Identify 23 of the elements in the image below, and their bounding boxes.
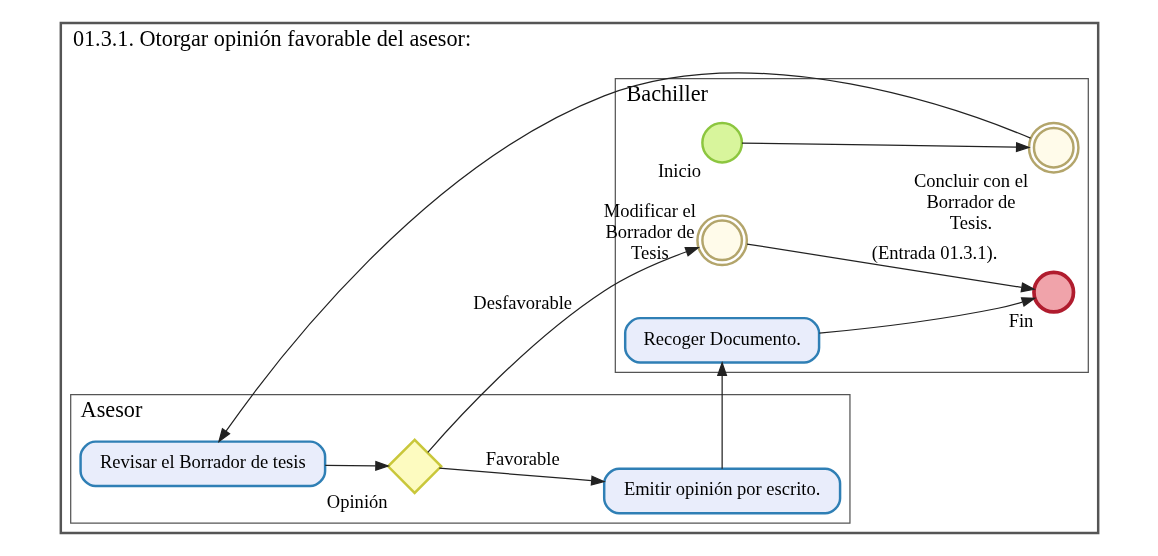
arrow <box>740 141 1031 153</box>
arrow <box>426 246 700 453</box>
node-circle <box>695 214 748 267</box>
node-label: Inicio <box>657 160 701 182</box>
node-label: Concluir con el Borrador de Tesis. <box>913 170 1028 234</box>
node-box: Emitir opinión por escrito. <box>602 467 841 515</box>
arrow <box>818 297 1036 334</box>
node-box: Revisar el Borrador de tesis <box>78 440 326 488</box>
node-circle <box>1031 270 1075 314</box>
arrow <box>324 460 390 472</box>
arrow <box>716 361 727 470</box>
node-label: Fin <box>1008 309 1033 331</box>
arrow <box>745 243 1036 293</box>
edge-label: (Entrada 01.3.1). <box>871 241 997 263</box>
node-label: Opinión <box>326 490 388 512</box>
node-box: Recoger Documento. <box>623 316 820 364</box>
edge-label: Desfavorable <box>472 292 572 314</box>
edge-label: Favorable <box>485 448 560 470</box>
node-circle <box>700 121 743 164</box>
node-circle <box>1027 121 1080 174</box>
arrow <box>438 467 606 486</box>
node-diamond <box>385 438 443 495</box>
arrow <box>217 72 1031 443</box>
